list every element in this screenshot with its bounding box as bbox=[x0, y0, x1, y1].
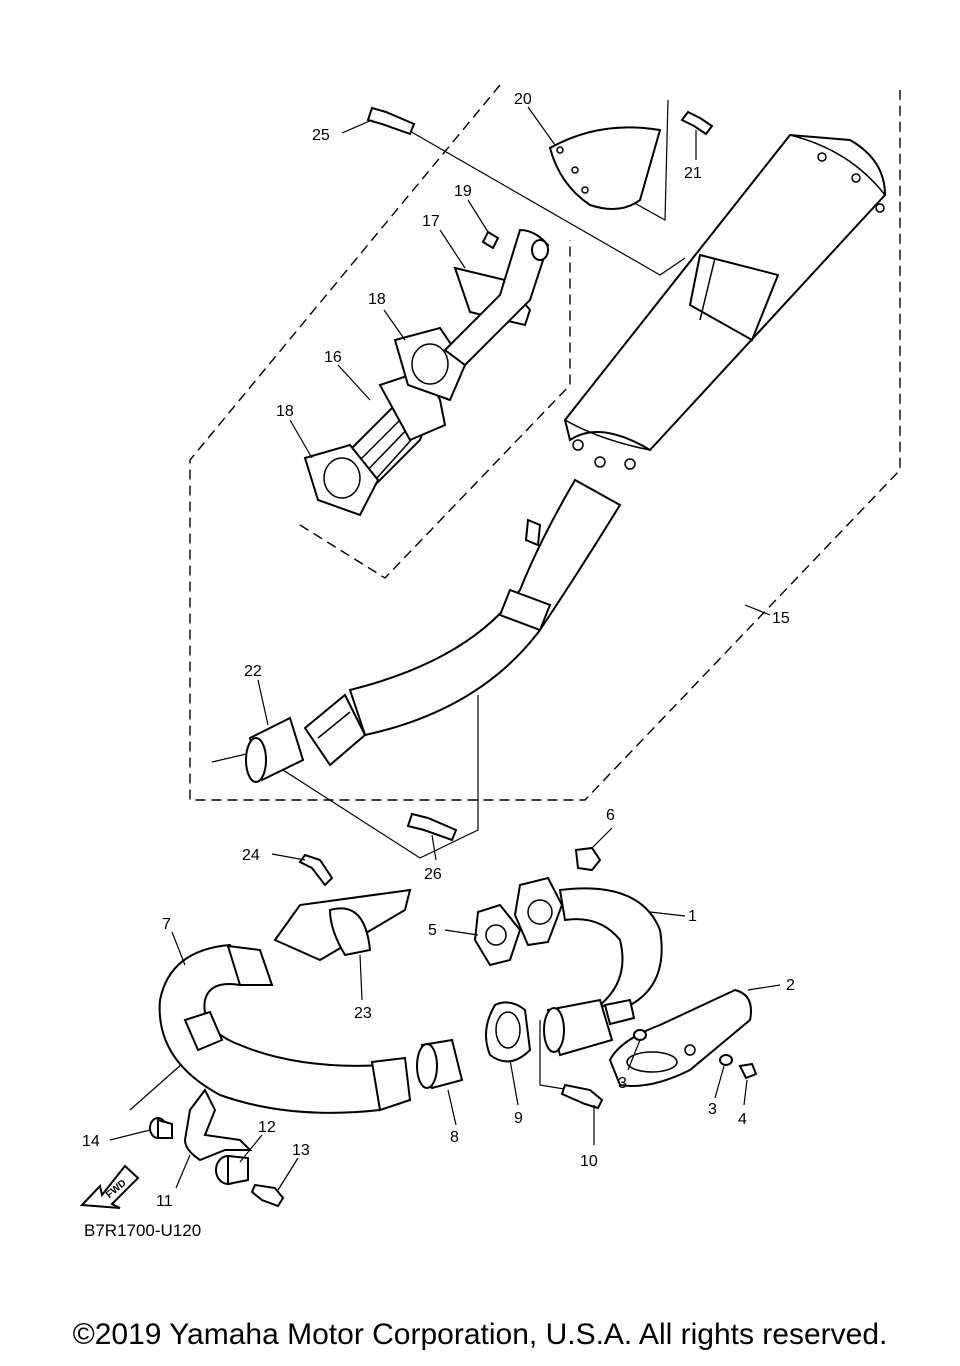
baffle-pipe bbox=[443, 228, 550, 367]
callout-7: 7 bbox=[162, 916, 171, 933]
callout-16: 16 bbox=[324, 349, 342, 366]
callout-23: 23 bbox=[354, 1005, 372, 1022]
callout-19: 19 bbox=[454, 183, 472, 200]
callout-18-lower: 18 bbox=[276, 403, 294, 420]
baffle-screw bbox=[481, 230, 500, 250]
callout-18-upper: 18 bbox=[368, 291, 386, 308]
clamp-bolt bbox=[298, 853, 334, 887]
bracket-collar bbox=[215, 1154, 249, 1186]
end-cap bbox=[548, 126, 662, 210]
muffler-bolt-lower bbox=[406, 812, 458, 842]
callout-26: 26 bbox=[424, 866, 442, 883]
exhaust-pipe-1 bbox=[543, 887, 663, 1057]
callout-15: 15 bbox=[772, 610, 790, 627]
callout-13: 13 bbox=[292, 1142, 310, 1159]
callout-9: 9 bbox=[514, 1110, 523, 1127]
clamp-bolt-lower bbox=[560, 1083, 604, 1110]
pipe-bracket bbox=[183, 1088, 253, 1162]
muffler-bolt-upper bbox=[366, 106, 416, 136]
baffle-gasket-upper bbox=[393, 326, 467, 402]
fwd-arrow-icon: FWD bbox=[79, 1164, 140, 1209]
callout-4: 4 bbox=[738, 1111, 747, 1128]
callout-14: 14 bbox=[82, 1133, 100, 1150]
callout-21: 21 bbox=[684, 165, 702, 182]
washer-upper bbox=[633, 1029, 647, 1041]
baffle-subassembly-boundary bbox=[299, 240, 571, 579]
heat-protector bbox=[608, 988, 752, 1087]
pipe-sleeve bbox=[416, 1038, 464, 1090]
exhaust-flange bbox=[513, 876, 564, 947]
tail-pipe bbox=[303, 478, 622, 767]
callout-17: 17 bbox=[422, 213, 440, 230]
callout-24: 24 bbox=[242, 847, 260, 864]
muffler-body bbox=[563, 133, 887, 470]
callout-22: 22 bbox=[244, 663, 262, 680]
baffle-gasket-lower bbox=[303, 443, 380, 517]
band-clamp bbox=[485, 1001, 532, 1063]
callout-12: 12 bbox=[258, 1119, 276, 1136]
callout-1: 1 bbox=[688, 908, 697, 925]
copyright-notice: ©2019 Yamaha Motor Corporation, U.S.A. A… bbox=[72, 1318, 888, 1351]
callout-10: 10 bbox=[580, 1153, 598, 1170]
gasket-ring bbox=[245, 716, 305, 783]
flange-nut bbox=[574, 846, 602, 872]
callout-6: 6 bbox=[606, 807, 615, 824]
callout-3-upper: 3 bbox=[618, 1075, 627, 1092]
callout-25: 25 bbox=[312, 127, 330, 144]
callout-8: 8 bbox=[450, 1129, 459, 1146]
callout-2: 2 bbox=[786, 977, 795, 994]
muffler-assembly-boundary bbox=[189, 84, 901, 801]
washer-lower bbox=[719, 1054, 733, 1066]
pipe-clamp-bracket bbox=[273, 888, 412, 962]
callouts: 1 2 3 3 4 5 6 7 8 9 10 11 12 13 14 15 16… bbox=[82, 91, 795, 1210]
end-cap-bolt bbox=[680, 110, 714, 136]
protector-screw bbox=[738, 1062, 758, 1080]
diagram-code: B7R1700-U120 bbox=[84, 1221, 201, 1240]
rubber-damper bbox=[149, 1117, 173, 1139]
callout-5: 5 bbox=[428, 922, 437, 939]
callout-11: 11 bbox=[156, 1193, 173, 1210]
bracket-bolt bbox=[250, 1183, 285, 1208]
callout-20: 20 bbox=[514, 91, 532, 108]
callout-3-lower: 3 bbox=[708, 1101, 717, 1118]
exhaust-pipe-2 bbox=[158, 943, 412, 1114]
exhaust-gasket bbox=[473, 903, 522, 967]
